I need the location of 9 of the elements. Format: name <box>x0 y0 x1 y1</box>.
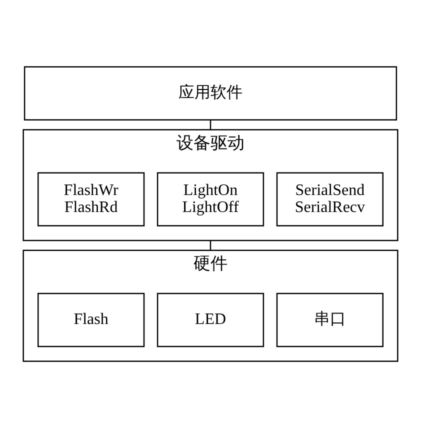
node-box: 应用软件 <box>24 66 398 120</box>
node-box: Flash <box>38 292 145 347</box>
node-box: SerialSend SerialRecv <box>276 172 384 226</box>
connector <box>210 240 212 250</box>
node-box: LED <box>156 292 264 347</box>
node-box: LightOn LightOff <box>156 172 264 226</box>
node-box: FlashWr FlashRd <box>38 172 145 226</box>
connector <box>210 120 212 130</box>
node-box: 串口 <box>276 292 384 347</box>
